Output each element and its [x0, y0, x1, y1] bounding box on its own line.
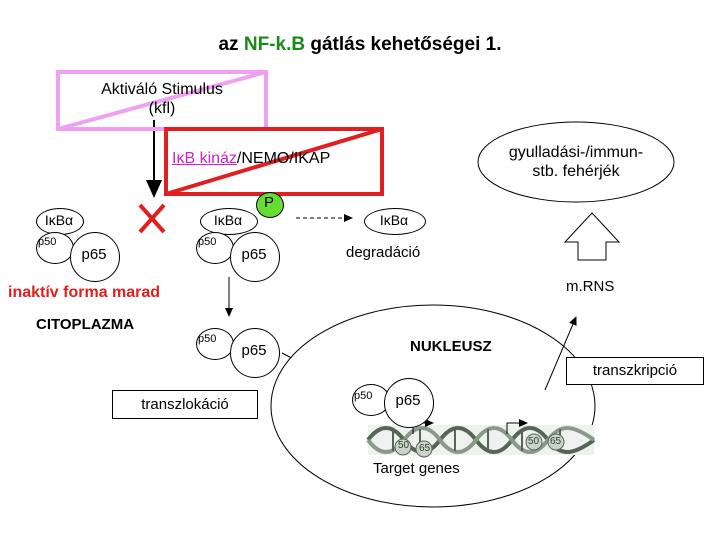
phospho-label: P	[263, 194, 274, 211]
title-nfkb: NF-k.B	[243, 34, 306, 55]
degraded-ikba-ellipse	[364, 208, 426, 235]
mid-p65-ellipse	[230, 232, 280, 282]
inflammatory-ellipse	[477, 121, 675, 203]
stimulus-label: Aktiváló Stimulus (kfl)	[101, 81, 223, 117]
left-p50-ellipse	[36, 232, 74, 264]
cytoplasm-label: CITOPLAZMA	[36, 316, 135, 333]
dna-p65-label-b: 65	[550, 436, 562, 447]
transcription-box: transzkripció	[566, 357, 704, 385]
nucleus-p65-ellipse	[384, 378, 434, 428]
mid-ikba-label: IκBα	[213, 212, 243, 228]
translocation-box: transzlokáció	[112, 390, 258, 419]
inactive-form-label: inaktív forma marad	[8, 284, 161, 301]
target-genes-label: Target genes	[373, 460, 460, 477]
title-prefix: az	[218, 34, 239, 55]
ikb-kinase-text: IκB kináz	[172, 150, 237, 167]
dna-p50-label: 50	[398, 440, 410, 451]
kinase-label: IκB kináz/NEMO/IKAP	[172, 150, 330, 168]
free-p65-label: p65	[241, 342, 267, 359]
left-p65-label: p65	[81, 246, 107, 263]
dna-helix	[366, 419, 596, 458]
left-ikba-label: IκBα	[44, 212, 74, 228]
transcription-arrow	[544, 316, 577, 391]
title-suffix: gátlás kehetőségei 1.	[310, 34, 502, 55]
dna-p65-label: 65	[419, 443, 431, 454]
stimulus-cross-line	[57, 70, 267, 131]
kinase-cross-line	[165, 127, 383, 196]
mid-p50-label: p50	[198, 236, 217, 248]
mid-p65-label: p65	[241, 246, 267, 263]
left-p65-ellipse	[70, 232, 120, 282]
nucleus-label: NUKLEUSZ	[410, 338, 492, 355]
free-p50-label: p50	[198, 333, 217, 345]
degraded-ikba-label: IκBα	[379, 212, 409, 228]
stimulus-box	[56, 70, 268, 131]
dna-p50-label-b: 50	[528, 436, 540, 447]
mrna-label: m.RNS	[566, 278, 615, 295]
inflammatory-label: gyulladási-/immun- stb. fehérjék	[508, 144, 644, 180]
red-x-b	[138, 203, 166, 234]
nemo-ikap-text: /NEMO/IKAP	[236, 150, 331, 167]
nucleus-p50-label: p50	[354, 390, 373, 402]
left-ikba-ellipse	[36, 208, 84, 235]
mid-ikba-ellipse	[200, 208, 258, 235]
page-title: az NF-k.B gátlás kehetőségei 1.	[0, 34, 720, 56]
degradation-label: degradáció	[346, 244, 421, 261]
mrna-up-arrow	[563, 212, 621, 261]
phospho-badge	[256, 192, 284, 218]
left-p50-label: p50	[38, 236, 57, 248]
nucleus-p65-label: p65	[395, 392, 421, 409]
free-p65-ellipse	[230, 328, 280, 378]
